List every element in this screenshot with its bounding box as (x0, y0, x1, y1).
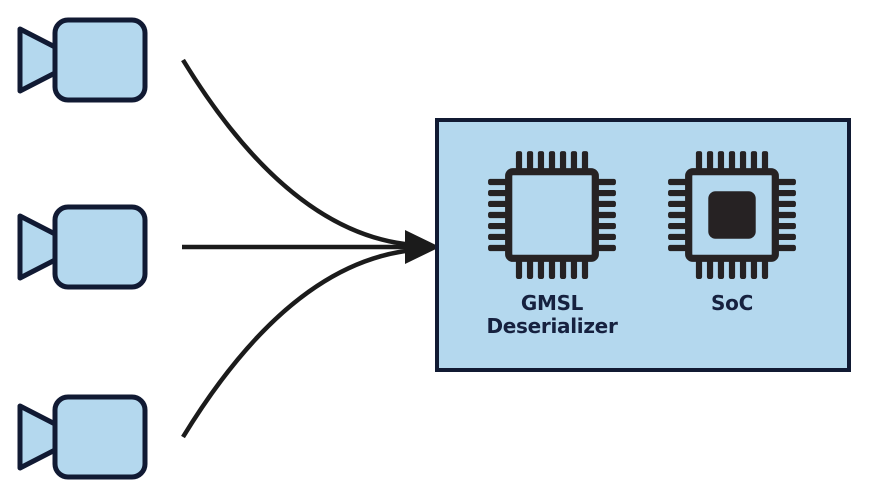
chip-package (505, 168, 599, 262)
arrowhead-right-icon (405, 230, 440, 264)
camera-body (52, 204, 148, 290)
video-camera-icon (17, 204, 148, 290)
video-camera-icon (17, 394, 148, 480)
chip-label-soc: SoC (642, 292, 822, 315)
microchip-outline-icon (488, 151, 616, 279)
microchip-filled-icon (668, 151, 796, 279)
connection-curve-top (181, 58, 415, 248)
system-box: GMSL Deserializer SoC (435, 118, 851, 372)
chip-label-line1: GMSL (520, 291, 584, 315)
chip-pins (488, 151, 616, 279)
chip-label-line1: SoC (711, 291, 753, 315)
camera-body (52, 17, 148, 103)
video-camera-icon (17, 17, 148, 103)
chip-package (685, 168, 779, 262)
connection-curve-bottom (181, 247, 415, 439)
camera-body (52, 394, 148, 480)
chip-label-gmsl-deserializer: GMSL Deserializer (462, 292, 642, 337)
chip-die (708, 191, 756, 239)
chip-label-line2: Deserializer (486, 313, 618, 338)
chip-pins (668, 151, 796, 279)
